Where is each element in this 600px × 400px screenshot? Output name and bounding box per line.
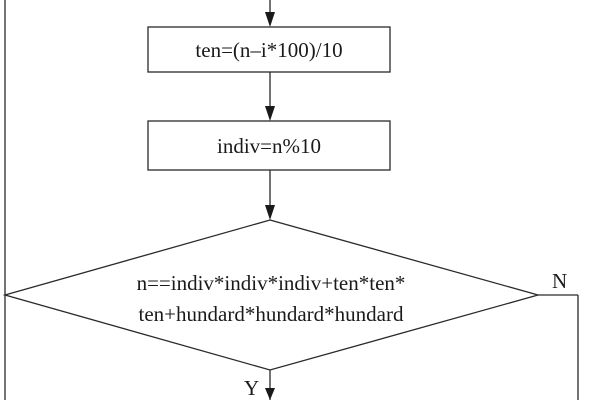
yes-branch-label: Y: [244, 376, 259, 400]
indiv-process-label: indiv=n%10: [217, 134, 321, 158]
decision-diamond: [2, 219, 541, 371]
ten-process-box: [147, 26, 391, 73]
no-branch-label: N: [552, 269, 567, 293]
ten-process-label: ten=(n–i*100)/10: [195, 38, 342, 62]
decision-condition-line2: ten+hundard*hundard*hundard: [139, 302, 404, 326]
indiv-process-box: [147, 120, 391, 171]
incoming-arrowhead: [265, 12, 275, 27]
ten-to-indiv-arrowhead: [265, 106, 275, 121]
yes-branch-arrowhead: [265, 388, 275, 400]
decision-condition-line1: n==indiv*indiv*indiv+ten*ten*: [137, 271, 406, 295]
indiv-to-decision-arrowhead: [265, 205, 275, 220]
